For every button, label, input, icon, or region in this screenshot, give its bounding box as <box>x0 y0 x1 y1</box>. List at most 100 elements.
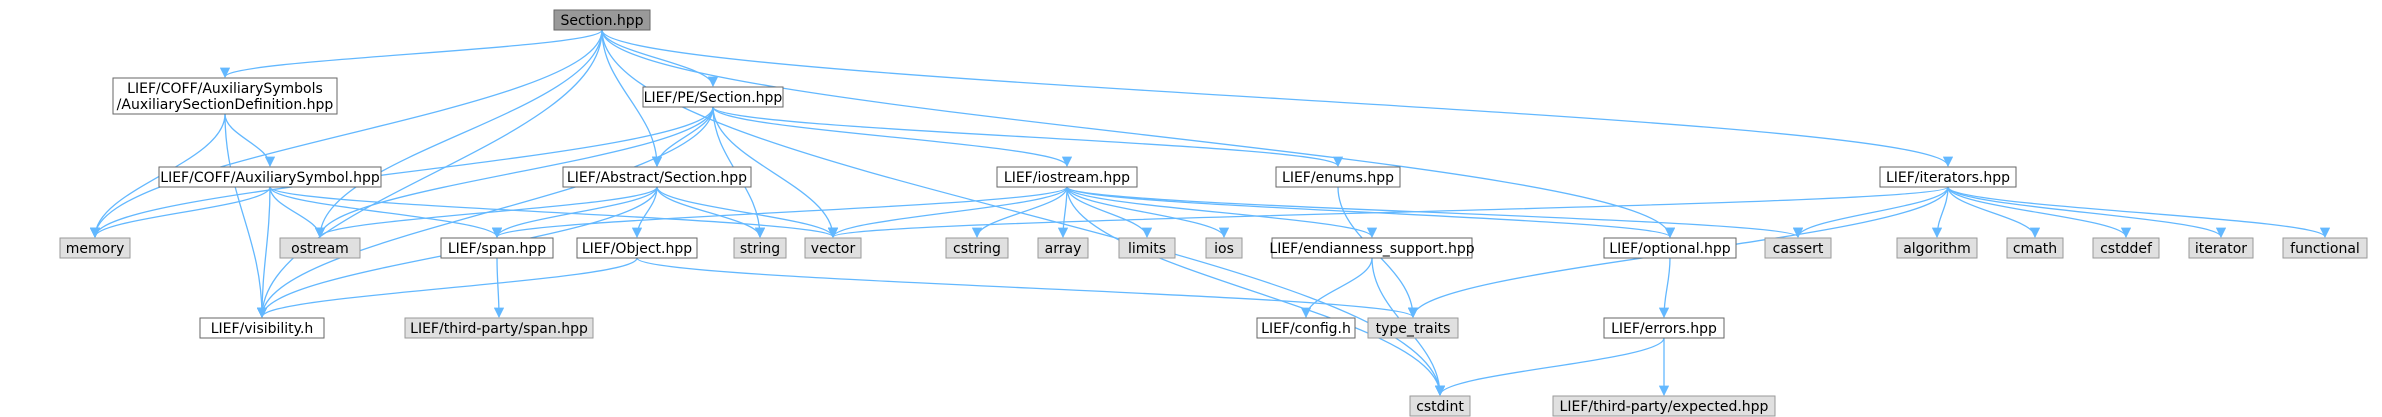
node-algorithm-label: algorithm <box>1903 241 1971 257</box>
edge-iostream-to-optional <box>1066 186 1675 239</box>
node-auxsym[interactable]: LIEF/COFF/AuxiliarySymbol.hpp <box>158 166 382 188</box>
node-cstdint: cstdint <box>1409 395 1471 417</box>
node-expected-box <box>1552 395 1776 417</box>
edge-abssection-to-span <box>491 186 658 239</box>
edge-root-to-abssection <box>601 29 663 168</box>
edge-iostream-to-endian <box>1066 186 1378 239</box>
node-errors-label: LIEF/errors.hpp <box>1611 321 1717 337</box>
node-auxsym-label: LIEF/COFF/AuxiliarySymbol.hpp <box>160 170 380 186</box>
edge-iostream-to-cstdint <box>1066 186 1446 397</box>
node-functional-box <box>2282 237 2368 259</box>
edge-iterators-to-functional <box>1947 186 2331 239</box>
edge-iterators-to-algorithm <box>1931 186 1949 239</box>
edges-layer <box>89 29 2331 397</box>
node-config-box <box>1256 317 1356 339</box>
node-auxdef[interactable]: LIEF/COFF/AuxiliarySymbols/AuxiliarySect… <box>112 77 338 115</box>
node-span-label: LIEF/span.hpp <box>448 241 546 257</box>
node-pesection-label: LIEF/PE/Section.hpp <box>644 90 783 106</box>
edge-optional-to-errors <box>1658 257 1671 319</box>
edge-pesection-to-enums <box>712 106 1343 168</box>
node-string: string <box>733 237 787 259</box>
node-memory-label: memory <box>66 241 125 257</box>
node-abssection[interactable]: LIEF/Abstract/Section.hpp <box>562 166 752 188</box>
node-pesection[interactable]: LIEF/PE/Section.hpp <box>642 86 784 108</box>
node-span[interactable]: LIEF/span.hpp <box>440 237 554 259</box>
node-cassert-box <box>1764 237 1832 259</box>
node-vector: vector <box>804 237 862 259</box>
node-iterators[interactable]: LIEF/iterators.hpp <box>1879 166 2017 188</box>
node-cstdint-box <box>1409 395 1471 417</box>
edge-iostream-to-ios <box>1066 186 1230 239</box>
node-vector-box <box>804 237 862 259</box>
node-enums[interactable]: LIEF/enums.hpp <box>1275 166 1401 188</box>
edge-errors-to-cstdint <box>1434 337 1665 397</box>
node-endian[interactable]: LIEF/endianness_support.hpp <box>1269 237 1475 259</box>
edge-iostream-to-cstring <box>971 186 1068 239</box>
node-iostream[interactable]: LIEF/iostream.hpp <box>996 166 1138 188</box>
node-iterator-label: iterator <box>2195 241 2247 257</box>
node-optional-box <box>1603 237 1737 259</box>
node-typetraits-label: type_traits <box>1376 321 1451 337</box>
edge-auxdef-to-auxsym <box>224 113 276 168</box>
edge-object-to-visibility <box>256 257 638 319</box>
node-iterator-box <box>2188 237 2254 259</box>
node-visibility[interactable]: LIEF/visibility.h <box>199 317 325 339</box>
node-endian-box <box>1271 237 1473 259</box>
node-memory: memory <box>59 237 131 259</box>
node-config[interactable]: LIEF/config.h <box>1256 317 1356 339</box>
node-root-label: Section.hpp <box>560 13 643 29</box>
edge-iterators-to-cassert <box>1792 186 1949 239</box>
nodes-layer: Section.hppLIEF/COFF/AuxiliarySymbols/Au… <box>59 9 2368 417</box>
node-cstddef-label: cstddef <box>2100 241 2153 257</box>
node-expected: LIEF/third-party/expected.hpp <box>1552 395 1776 417</box>
node-ios-label: ios <box>1214 241 1234 257</box>
edge-root-to-pesection <box>601 29 719 88</box>
edge-iostream-to-span <box>492 186 1068 239</box>
node-endian-label: LIEF/endianness_support.hpp <box>1269 241 1474 257</box>
edge-span-to-spanthird <box>493 257 505 319</box>
node-limits-label: limits <box>1128 241 1166 257</box>
edge-iterators-to-vector <box>828 186 1949 239</box>
node-enums-label: LIEF/enums.hpp <box>1282 170 1394 186</box>
edge-pesection-to-abssection <box>651 106 714 168</box>
node-auxsym-box <box>158 166 382 188</box>
node-iterator: iterator <box>2188 237 2254 259</box>
edge-object-to-typetraits <box>636 257 1418 319</box>
edge-auxsym-to-memory <box>89 186 271 239</box>
node-optional-label: LIEF/optional.hpp <box>1609 241 1730 257</box>
node-cassert: cassert <box>1764 237 1832 259</box>
node-functional-label: functional <box>2290 241 2360 257</box>
node-cstdint-label: cstdint <box>1416 399 1464 415</box>
node-iterators-box <box>1879 166 2017 188</box>
edge-iostream-to-vector <box>827 186 1068 239</box>
node-spanthird-box <box>404 317 594 339</box>
node-root[interactable]: Section.hpp <box>553 9 651 31</box>
node-memory-box <box>59 237 131 259</box>
node-cassert-label: cassert <box>1773 241 1824 257</box>
node-pesection-box <box>642 86 784 108</box>
node-algorithm: algorithm <box>1896 237 1978 259</box>
node-spanthird-label: LIEF/third-party/span.hpp <box>410 321 588 337</box>
edge-auxsym-to-span <box>269 186 503 239</box>
node-algorithm-box <box>1896 237 1978 259</box>
node-errors-box <box>1603 317 1725 339</box>
node-abssection-label: LIEF/Abstract/Section.hpp <box>567 170 747 186</box>
edge-pesection-to-iostream <box>712 106 1073 168</box>
node-cstring: cstring <box>945 237 1009 259</box>
node-errors[interactable]: LIEF/errors.hpp <box>1603 317 1725 339</box>
edge-pesection-to-memory <box>89 106 714 239</box>
node-vector-label: vector <box>811 241 856 257</box>
edge-iterators-to-iterator <box>1947 186 2227 239</box>
node-optional[interactable]: LIEF/optional.hpp <box>1603 237 1737 259</box>
edge-auxsym-to-vector <box>269 186 838 239</box>
edge-root-to-iterators <box>601 29 1953 168</box>
node-ostream: ostream <box>279 237 361 259</box>
edge-abssection-to-string <box>656 186 766 239</box>
edge-iterators-to-cstddef <box>1947 186 2132 239</box>
node-functional: functional <box>2282 237 2368 259</box>
node-ostream-box <box>279 237 361 259</box>
node-object[interactable]: LIEF/Object.hpp <box>576 237 698 259</box>
node-visibility-label: LIEF/visibility.h <box>211 321 314 337</box>
edge-iostream-to-limits <box>1066 186 1153 239</box>
edge-endian-to-config <box>1300 257 1373 319</box>
